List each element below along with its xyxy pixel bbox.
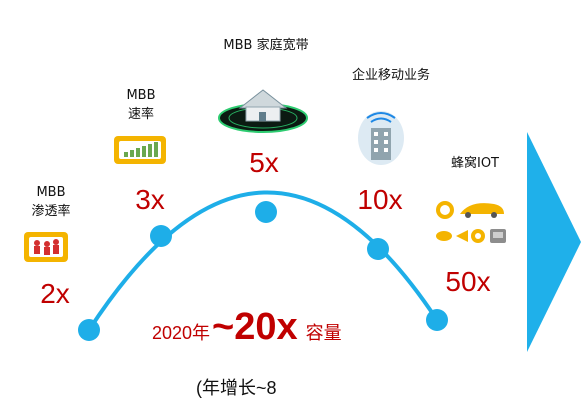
segment-5-label: 蜂窝IOT [450, 156, 499, 171]
segment-3-multiplier: 5x [249, 147, 279, 178]
people-icon [24, 232, 68, 262]
summary-growth: ~20x [212, 306, 298, 348]
annual-growth-note: (年增长~8 [196, 378, 277, 398]
arc-node-2 [150, 225, 172, 247]
segment-5-multiplier: 50x [445, 266, 491, 297]
capacity-summary: 2020年 ~20x 容量 [152, 306, 342, 356]
house-icon [218, 78, 308, 134]
segment-1-label: MBB 渗透率 [31, 185, 71, 219]
growth-arc [87, 190, 439, 332]
arc-node-4 [367, 238, 389, 260]
signal-bars-icon [114, 136, 166, 164]
arc-node-5 [426, 309, 448, 331]
arc-node-3 [255, 201, 277, 223]
summary-year: 2020年 [152, 323, 211, 343]
summary-suffix: 容量 [305, 323, 342, 343]
office-building-icon [357, 108, 405, 166]
segment-1-multiplier: 2x [40, 278, 70, 309]
segment-3-label: MBB 家庭宽带 [223, 38, 309, 53]
segment-4-multiplier: 10x [357, 184, 403, 215]
segment-4-label: 企业移动业务 [351, 68, 430, 83]
segment-2-label: MBB 速率 [126, 88, 156, 122]
segment-2-multiplier: 3x [135, 184, 165, 215]
arc-node-1 [78, 319, 100, 341]
right-arrow-icon [527, 132, 581, 352]
iot-devices-icon [434, 196, 514, 250]
